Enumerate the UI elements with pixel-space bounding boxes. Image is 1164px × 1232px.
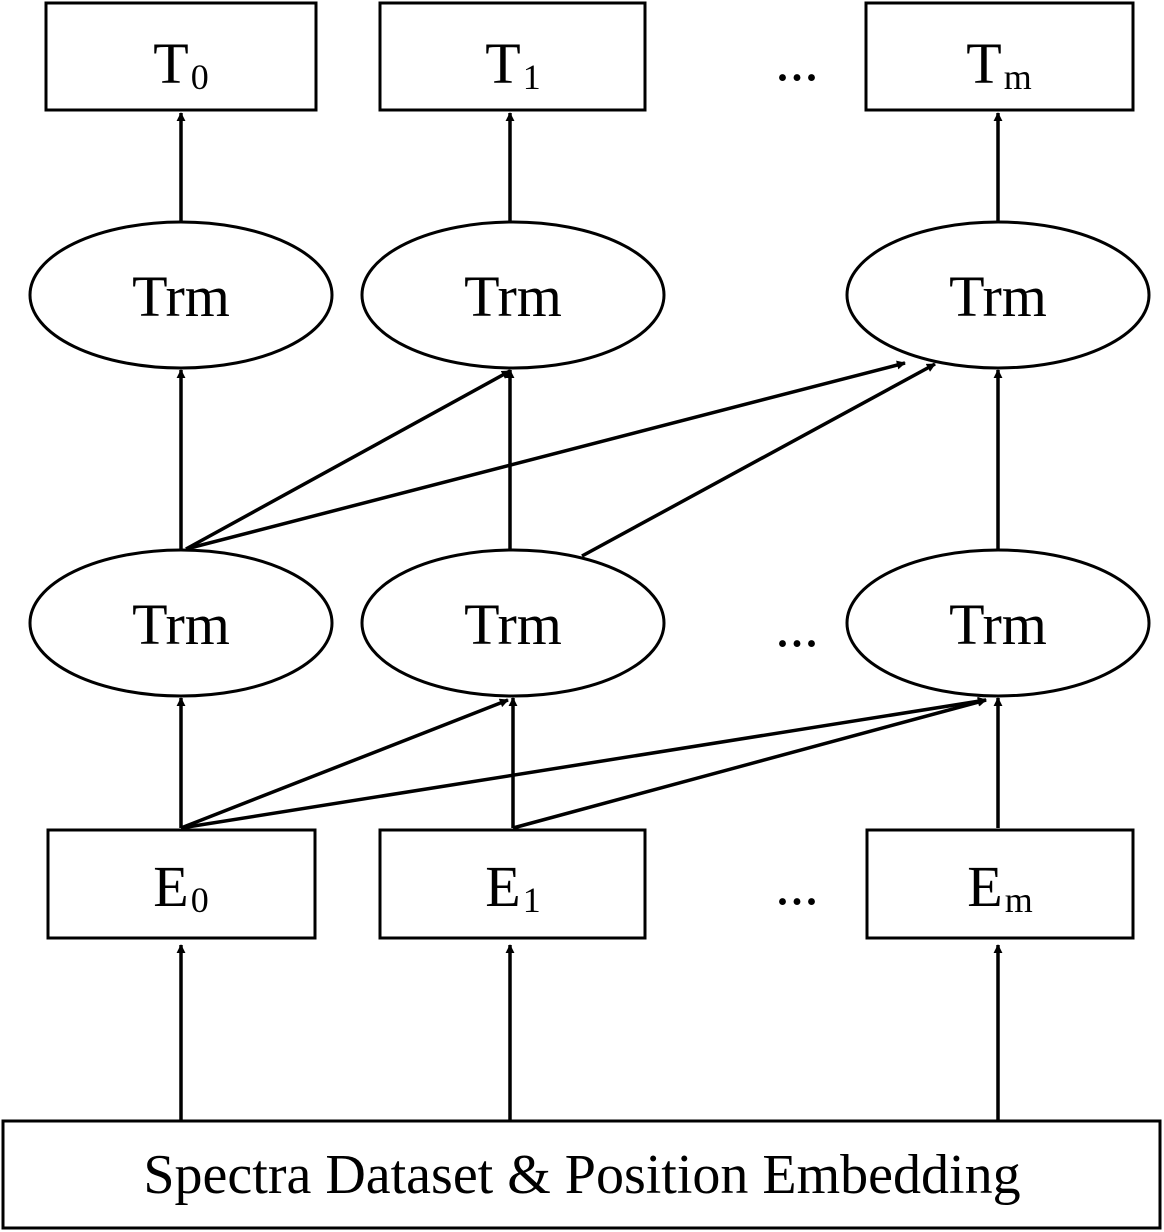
svg-text:E1: E1 — [485, 854, 540, 920]
trm-label: Trm — [949, 264, 1047, 329]
embedding-sub: m — [1005, 880, 1033, 920]
output-main: T — [966, 31, 1001, 96]
trm-node-upper-0: Trm — [28, 220, 334, 370]
transformer-layer-1: Trm Trm ... Trm — [28, 548, 1151, 698]
trm-node-lower-1: Trm — [360, 548, 666, 698]
output-row: T0 T1 ... Tm — [44, 1, 1135, 112]
embedding-main: E — [153, 854, 188, 919]
output-node-tm: Tm — [864, 1, 1135, 112]
edge-trm1-1-to-trm2-m — [581, 362, 936, 558]
trm-node-lower-m: Trm — [845, 548, 1151, 698]
output-main: T — [153, 31, 188, 96]
output-main: T — [485, 31, 520, 96]
output-sub: 1 — [523, 57, 541, 97]
trm-label: Trm — [949, 592, 1047, 657]
svg-text:Em: Em — [967, 854, 1032, 920]
embedding-row: E0 E1 ... Em — [46, 828, 1135, 940]
embedding-sub: 0 — [191, 880, 209, 920]
embedding-node-e1: E1 — [378, 828, 647, 940]
edge-trm1-0-to-trm2-m — [185, 360, 906, 551]
embedding-ellipsis: ... — [775, 852, 819, 917]
output-node-t0: T0 — [44, 1, 318, 112]
trm-node-upper-m: Trm — [845, 220, 1151, 370]
edges — [176, 112, 1003, 1120]
trm-node-lower-0: Trm — [28, 548, 334, 698]
embedding-node-e0: E0 — [46, 828, 317, 940]
trm-label: Trm — [132, 264, 230, 329]
transformer-layer-2: Trm Trm Trm — [28, 220, 1151, 370]
edge-e0-to-trm1-m — [180, 696, 987, 830]
edge-e1-to-trm1-m — [512, 697, 987, 830]
embedding-main: E — [967, 854, 1002, 919]
trm-node-upper-1: Trm — [360, 220, 666, 370]
svg-text:E0: E0 — [153, 854, 208, 920]
svg-text:Tm: Tm — [966, 31, 1031, 97]
input-node: Spectra Dataset & Position Embedding — [1, 1119, 1162, 1230]
edge-e0-to-trm1-1 — [180, 698, 509, 830]
output-node-t1: T1 — [378, 1, 647, 112]
trm-label: Trm — [464, 264, 562, 329]
embedding-sub: 1 — [523, 880, 541, 920]
trm-ellipsis: ... — [775, 594, 819, 659]
svg-text:T1: T1 — [485, 31, 540, 97]
trm-label: Trm — [464, 592, 562, 657]
embedding-node-em: Em — [865, 828, 1135, 940]
embedding-main: E — [485, 854, 520, 919]
output-sub: 0 — [191, 57, 209, 97]
trm-label: Trm — [132, 592, 230, 657]
input-label: Spectra Dataset & Position Embedding — [143, 1144, 1020, 1206]
output-sub: m — [1004, 57, 1032, 97]
output-ellipsis: ... — [775, 28, 819, 93]
svg-text:T0: T0 — [153, 31, 208, 97]
edge-trm1-0-to-trm2-1 — [185, 369, 511, 551]
